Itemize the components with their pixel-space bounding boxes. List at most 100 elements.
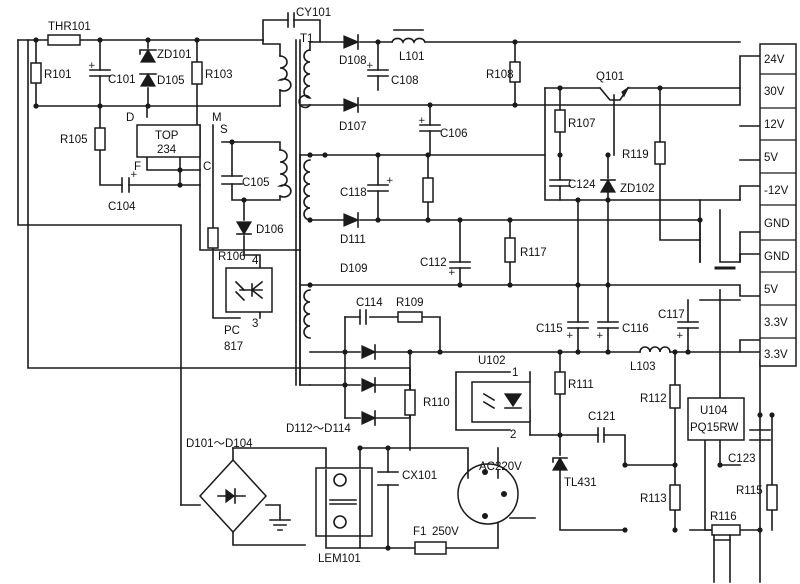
svg-text:R113: R113 xyxy=(640,493,667,505)
output-3v3b-label: 3.3V xyxy=(764,349,788,361)
thermistor-thr101: THR101 xyxy=(47,21,91,46)
output-12v-label: 12V xyxy=(764,119,785,131)
svg-text:U104: U104 xyxy=(700,405,728,417)
svg-text:817: 817 xyxy=(224,341,243,353)
svg-text:D101～D104: D101～D104 xyxy=(186,438,253,450)
svg-text:1: 1 xyxy=(512,367,518,379)
svg-text:ZD101: ZD101 xyxy=(157,49,192,61)
svg-text:+: + xyxy=(130,170,138,180)
output-neg12v-label: -12V xyxy=(764,185,789,197)
svg-text:T1: T1 xyxy=(300,33,313,45)
svg-text:D109: D109 xyxy=(340,263,368,275)
diode-d109: D109 xyxy=(340,263,368,275)
svg-text:+: + xyxy=(88,61,96,71)
svg-text:ZD102: ZD102 xyxy=(620,183,655,195)
svg-text:R110: R110 xyxy=(423,397,450,409)
svg-text:THR101: THR101 xyxy=(48,21,91,33)
svg-text:2: 2 xyxy=(510,429,516,441)
output-5v-label: 5V xyxy=(764,152,778,164)
output-24v-label: 24V xyxy=(764,54,785,66)
svg-text:R112: R112 xyxy=(640,393,667,405)
svg-text:PC: PC xyxy=(224,325,240,337)
svg-text:TL431: TL431 xyxy=(564,477,597,489)
svg-text:R106: R106 xyxy=(218,251,246,263)
capacitor-c124: C124 xyxy=(549,179,596,191)
svg-text:C106: C106 xyxy=(440,128,468,140)
svg-text:C121: C121 xyxy=(588,411,616,423)
regulator-tl431: TL431 xyxy=(551,456,597,489)
output-3v3-label: 3.3V xyxy=(764,317,788,329)
capacitor-c116: + C116 xyxy=(596,321,649,341)
capacitor-c101: + C101 xyxy=(88,61,136,86)
transistor-q101: Q101 xyxy=(596,71,630,101)
svg-text:D106: D106 xyxy=(256,224,284,236)
resistor-r112: R112 xyxy=(640,384,681,409)
svg-text:+: + xyxy=(676,331,684,341)
capacitor-c123: C123 xyxy=(728,429,771,465)
output-gnd-label: GND xyxy=(764,218,790,230)
svg-text:D112～D114: D112～D114 xyxy=(286,423,351,435)
inductor-l103: L103 xyxy=(630,346,671,373)
output-30v-label: 30V xyxy=(764,86,785,98)
svg-text:S: S xyxy=(220,124,228,136)
capacitor-c118: + C118 xyxy=(340,176,394,199)
svg-text:CY101: CY101 xyxy=(296,7,331,19)
svg-text:AC220V: AC220V xyxy=(479,461,522,473)
capacitor-c121: C121 xyxy=(588,411,616,443)
resistor-r107: R107 xyxy=(554,109,596,133)
output-5v2-label: 5V xyxy=(764,284,778,296)
svg-text:LEM101: LEM101 xyxy=(318,553,361,565)
primary-wiring xyxy=(17,39,536,549)
secondary-windings xyxy=(298,49,312,386)
svg-text:R108: R108 xyxy=(486,69,514,81)
svg-text:C105: C105 xyxy=(242,177,270,189)
capacitor-c105: C105 xyxy=(221,175,270,189)
resistor-r103: R103 xyxy=(191,61,233,85)
optocoupler-u102: U102 1 2 xyxy=(471,355,531,441)
diode-d106: D106 xyxy=(235,221,284,236)
svg-text:C115: C115 xyxy=(536,323,563,335)
capacitor-c114: C114 xyxy=(356,297,383,325)
diode-d108: D108 xyxy=(339,34,367,67)
resistor-unlabeled xyxy=(422,177,434,203)
capacitor-c104: + C104 xyxy=(108,170,138,213)
svg-text:D108: D108 xyxy=(339,55,367,67)
transformer-primary-windings xyxy=(276,55,292,198)
svg-text:C114: C114 xyxy=(356,297,383,309)
junction-dots xyxy=(33,37,775,551)
output-connector: 24V 30V 12V 5V -12V GND GND 5V 3.3V 3.3V xyxy=(759,43,797,367)
svg-text:C101: C101 xyxy=(108,74,136,86)
bridge-rectifier-d101-d104: D101～D104 xyxy=(186,438,268,534)
svg-text:D111: D111 xyxy=(340,234,366,246)
capacitor-c108: + C108 xyxy=(366,61,419,87)
svg-text:C: C xyxy=(203,161,211,173)
resistor-r110: R110 xyxy=(404,389,450,416)
optocoupler-pc817: 4 3 PC 817 xyxy=(224,255,273,353)
diode-d111: D111 xyxy=(340,212,366,246)
svg-text:R105: R105 xyxy=(60,134,88,146)
svg-text:D: D xyxy=(126,112,134,124)
svg-text:4: 4 xyxy=(252,255,259,267)
svg-text:C104: C104 xyxy=(108,201,136,213)
zener-zd101: ZD101 xyxy=(139,48,192,63)
ground-symbol-primary xyxy=(269,519,291,531)
svg-text:+: + xyxy=(448,268,456,278)
resistor-r111: R111 xyxy=(554,371,594,395)
resistor-r119: R119 xyxy=(622,141,666,165)
svg-text:C116: C116 xyxy=(622,323,649,335)
inductor-l101: L101 xyxy=(390,29,427,63)
svg-text:R109: R109 xyxy=(396,297,424,309)
svg-text:R119: R119 xyxy=(622,149,649,161)
capacitor-cy101: CY101 xyxy=(262,7,331,43)
secondary-wiring xyxy=(299,41,773,583)
svg-text:L103: L103 xyxy=(630,361,656,373)
ic-top234: TOP 234 D M S F C xyxy=(126,112,228,173)
svg-text:R116: R116 xyxy=(710,511,737,523)
capacitor-c112: + C112 xyxy=(420,257,471,278)
svg-text:+: + xyxy=(386,176,394,186)
svg-text:R111: R111 xyxy=(568,379,594,391)
filter-lem101: LEM101 xyxy=(315,467,373,565)
svg-text:R107: R107 xyxy=(568,118,596,130)
svg-text:C108: C108 xyxy=(391,75,419,87)
